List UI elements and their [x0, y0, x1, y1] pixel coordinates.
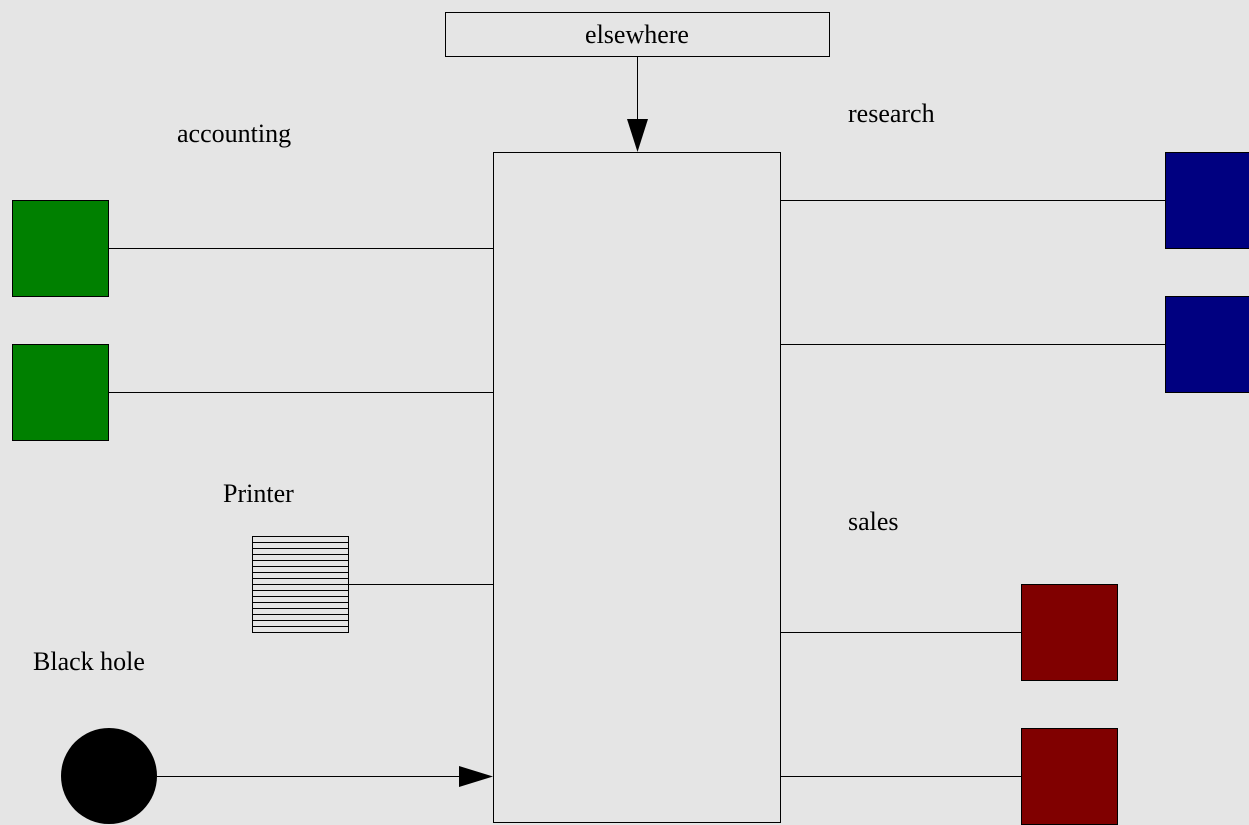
research-node-2[interactable]	[1165, 296, 1249, 393]
elsewhere-box[interactable]	[445, 12, 830, 57]
research-label: research	[848, 99, 935, 128]
printer-node[interactable]	[252, 536, 349, 633]
research-node-1[interactable]	[1165, 152, 1249, 249]
accounting-node-1[interactable]	[12, 200, 109, 297]
black-hole-label: Black hole	[33, 647, 145, 676]
sales-node-1[interactable]	[1021, 584, 1118, 681]
elsewhere-label: elsewhere	[585, 20, 689, 49]
accounting-label: accounting	[177, 119, 291, 148]
elsewhere-arrowhead	[627, 119, 648, 152]
printer-stripes	[253, 542, 348, 627]
sales-node-2[interactable]	[1021, 728, 1118, 825]
printer-label: Printer	[223, 479, 294, 508]
accounting-node-2[interactable]	[12, 344, 109, 441]
hub-box[interactable]	[493, 152, 781, 823]
black-hole-node[interactable]	[61, 728, 157, 824]
black-hole-arrowhead	[459, 766, 493, 787]
sales-label: sales	[848, 507, 899, 536]
